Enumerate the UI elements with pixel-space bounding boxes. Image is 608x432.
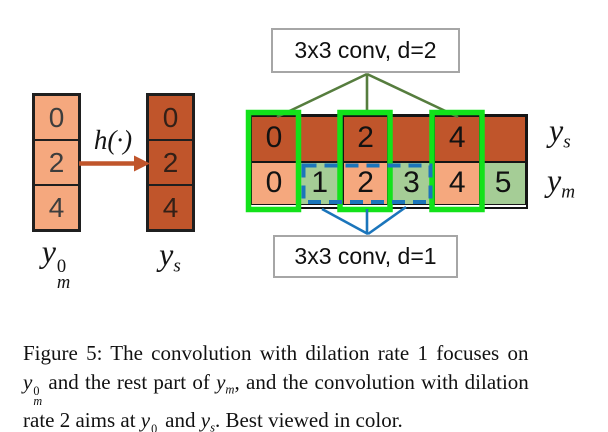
ym-row-label: ym [547,162,575,202]
ys-label-sub: s [173,255,181,277]
ym-row-cell: 4 [434,162,481,205]
math-y: y [23,369,33,394]
ym-row-cell: 1 [296,162,343,205]
ys-row-cell [296,116,343,162]
math-scripts: 0m [151,422,160,432]
math-sup: 0 [151,422,158,432]
math-sub: m [225,381,235,396]
ym-row-cell: 2 [342,162,389,205]
ym0-cell: 4 [34,185,79,230]
ym-row-label-sub: m [561,181,576,203]
ys-row-label: ys [549,112,571,152]
ym0-label-sub: m [56,271,71,293]
ym-row-label-base: y [547,162,562,198]
ys-column: 0 2 4 [146,93,195,232]
conv-d1-line-left [321,207,369,236]
ys-row-cell [388,116,435,162]
ys-column-label: ys [142,236,198,276]
ys-cell: 2 [148,140,193,185]
math-sub: s [210,420,215,432]
math-y: y [216,369,226,394]
caption-line-1: Figure 5: The convolution with dilation … [23,341,529,365]
ym0-column: 0 2 4 [32,93,81,232]
ym-row-cell: 3 [388,162,435,205]
ys-cell: 0 [148,95,193,140]
conv-d1-line-right [367,205,407,236]
ys-row-cell: 2 [342,116,389,162]
dilation-grid: 0 2 4 0 1 2 3 4 5 [249,114,528,209]
h-function-label: h(·) [93,125,133,155]
caption-text: and the rest part of [42,369,217,394]
math-sub: m [33,393,43,408]
conv-d2-box: 3x3 conv, d=2 [271,28,460,73]
ys-row-label-base: y [549,112,564,148]
conv-d2-line-right [366,72,459,119]
caption-text: . Best viewed in color. [214,408,403,432]
conv-d2-line-left [276,72,368,119]
ys-row-label-sub: s [563,131,571,153]
ys-label-base: y [159,236,174,272]
ym0-label-base: y [41,233,56,269]
math-y: y [140,408,151,432]
ys-row-cell: 0 [251,116,297,162]
ym-row-cell: 5 [480,162,526,205]
ym0-cell: 0 [34,95,79,140]
conv-d1-box: 3x3 conv, d=1 [273,235,458,278]
ym-row-cell: 0 [251,162,297,205]
math-sup: 0 [33,383,40,398]
figure-caption: Figure 5: The convolution with dilation … [23,339,586,432]
ys-row-cell: 4 [434,116,481,162]
caption-text: , and the convolution with dilation [234,369,529,394]
caption-text: and [159,408,201,432]
ym0-label-sup: 0 [56,256,67,278]
ys-row-cell [480,116,526,162]
caption-line-3: rate 2 aims at y0m and ys. Best viewed i… [23,406,586,432]
ym0-cell: 2 [34,140,79,185]
ys-cell: 4 [148,185,193,230]
caption-text: rate 2 aims at [23,408,141,432]
math-y: y [200,408,211,432]
